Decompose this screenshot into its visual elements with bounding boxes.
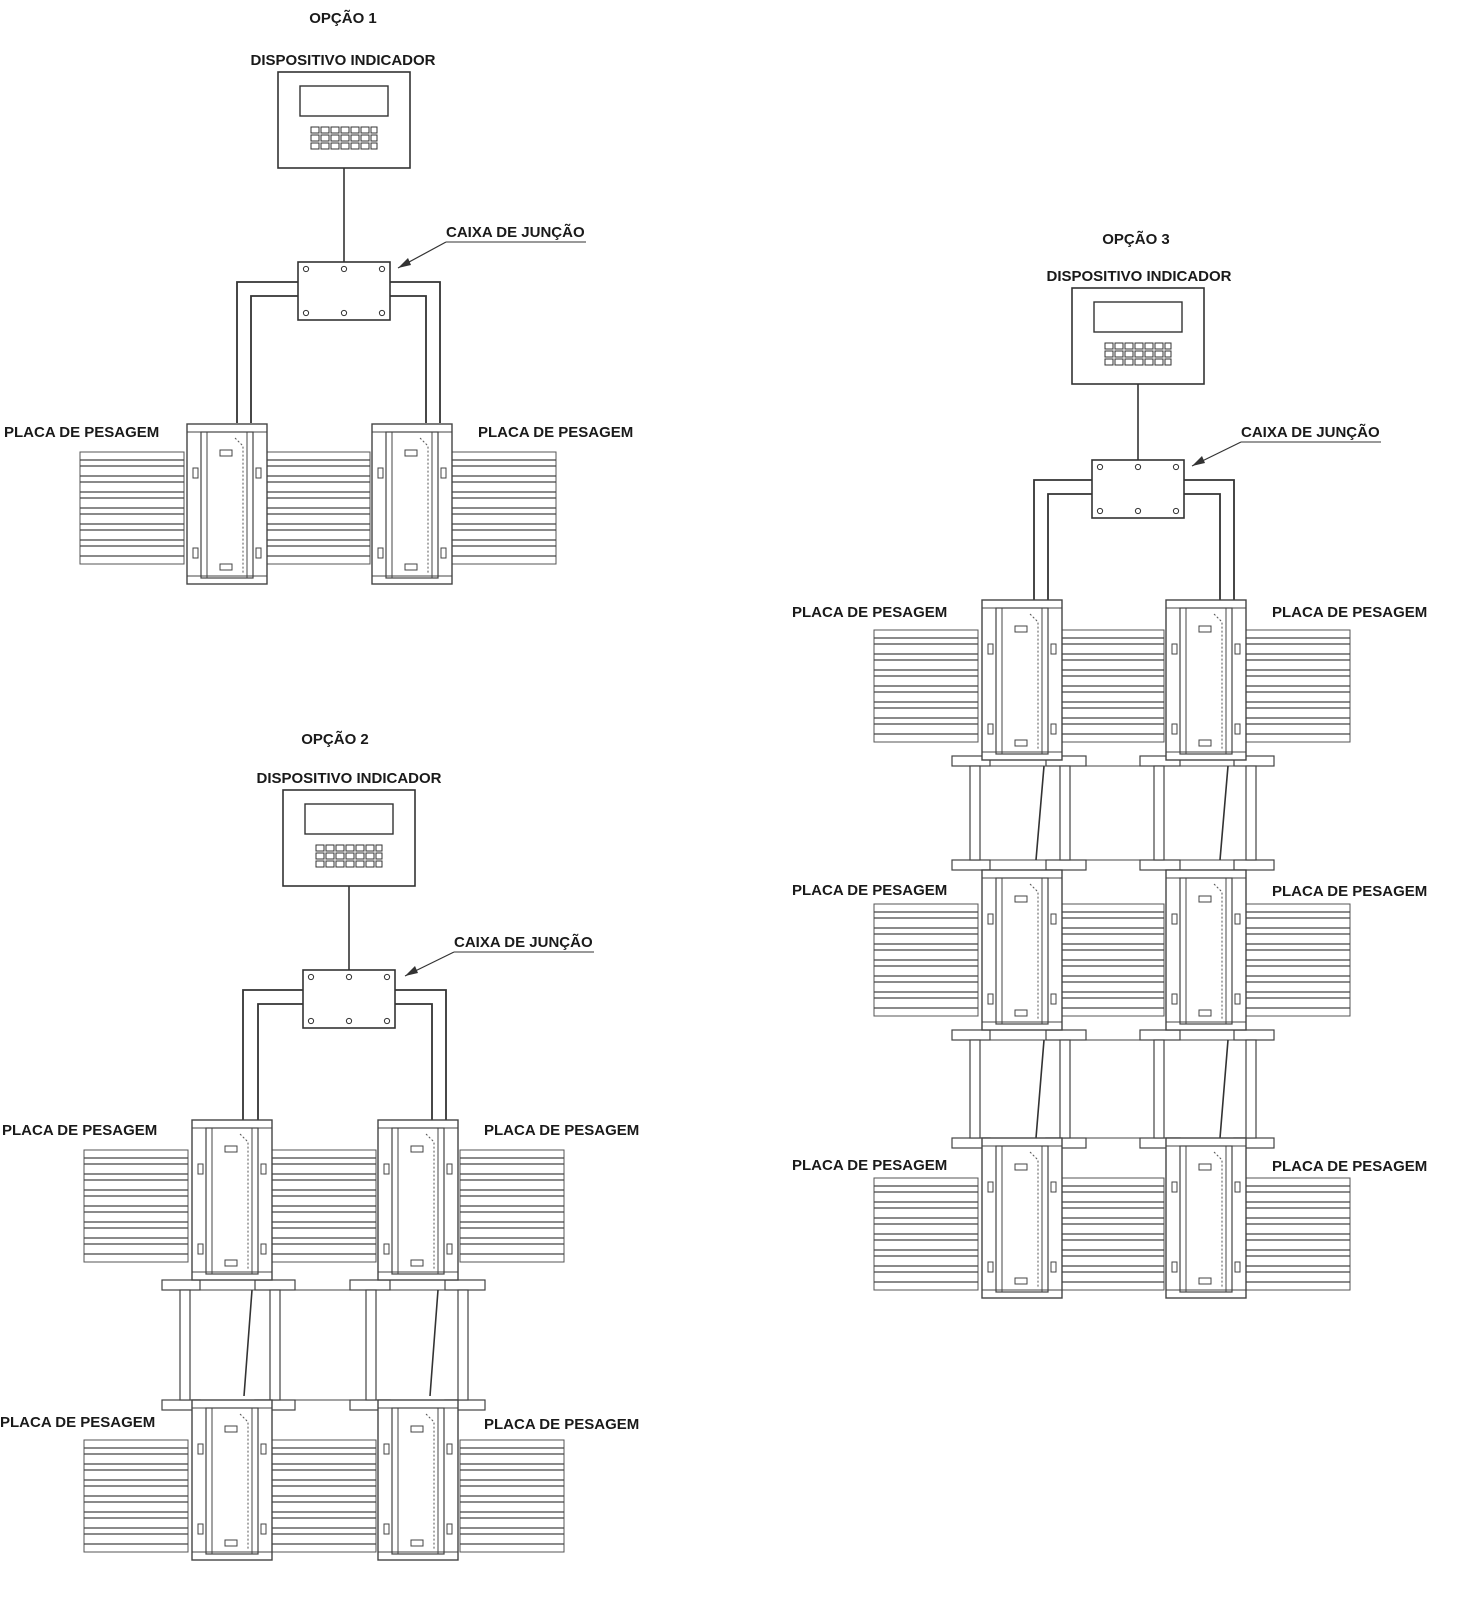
option-3-plate-label-row3-left: PLACA DE PESAGEM (792, 1157, 947, 1174)
option-3-plate-label-row1-right: PLACA DE PESAGEM (1272, 604, 1427, 621)
option-1-weighing-plate-left (186, 423, 268, 585)
option-2-plate-label-bottom-left: PLACA DE PESAGEM (0, 1414, 155, 1431)
option-3-rails-row1-right (1245, 629, 1351, 743)
option-1-plate-label-right: PLACA DE PESAGEM (478, 424, 633, 441)
option-3-weighing-plate-row2-left (981, 869, 1063, 1031)
option-2-rails-bottom-center (271, 1439, 377, 1553)
option-3-rails-row3-center (1059, 1177, 1165, 1291)
option-2-rails-bottom-right (459, 1439, 565, 1553)
option-3-rails-row3-right (1245, 1177, 1351, 1291)
option-2-rails-top-center (271, 1149, 377, 1263)
option-2-plate-label-bottom-right: PLACA DE PESAGEM (484, 1416, 639, 1433)
option-3-weighing-plate-row1-left (981, 599, 1063, 761)
option-3-plate-label-row2-right: PLACA DE PESAGEM (1272, 883, 1427, 900)
option-1-plate-label-left: PLACA DE PESAGEM (4, 424, 159, 441)
option-2-plate-label-top-left: PLACA DE PESAGEM (2, 1122, 157, 1139)
option-1-rails-right (451, 451, 557, 565)
option-2-junction-label: CAIXA DE JUNÇÃO (454, 933, 593, 951)
option-3-indicator-device (1071, 287, 1205, 385)
option-3-plate-label-row1-left: PLACA DE PESAGEM (792, 604, 947, 621)
option-3-plate-label-row3-right: PLACA DE PESAGEM (1272, 1158, 1427, 1175)
option-3-rails-row1-left (873, 629, 979, 743)
option-1-junction-box (297, 261, 391, 321)
option-3-title: OPÇÃO 3 (1102, 230, 1170, 248)
option-2-plate-label-top-right: PLACA DE PESAGEM (484, 1122, 639, 1139)
option-2-weighing-plate-bottom-left (191, 1399, 273, 1561)
option-1-title: OPÇÃO 1 (309, 9, 377, 27)
option-3-diagram: OPÇÃO 3 DISPOSITIVO INDICADOR CAIXA DE J… (792, 230, 1427, 1299)
option-2-indicator-device (282, 789, 416, 887)
option-2-indicator-label: DISPOSITIVO INDICADOR (256, 770, 441, 787)
option-3-junction-label: CAIXA DE JUNÇÃO (1241, 423, 1380, 441)
option-3-rails-row3-left (873, 1177, 979, 1291)
option-3-plate-label-row2-left: PLACA DE PESAGEM (792, 882, 947, 899)
option-1-rails-center (265, 451, 371, 565)
option-3-rails-row2-right (1245, 903, 1351, 1017)
option-3-weighing-plate-row3-left (981, 1137, 1063, 1299)
option-3-rails-row2-center (1059, 903, 1165, 1017)
option-3-weighing-plate-row1-right (1165, 599, 1247, 761)
option-3-indicator-label: DISPOSITIVO INDICADOR (1046, 268, 1231, 285)
option-2-rails-bottom-left (83, 1439, 189, 1553)
option-1-diagram: OPÇÃO 1 DISPOSITIVO INDICADOR CAIXA DE J… (4, 9, 633, 585)
option-2-rails-top-left (83, 1149, 189, 1263)
option-2-diagram: OPÇÃO 2 DISPOSITIVO INDICADOR CAIXA DE J… (0, 730, 639, 1561)
option-2-weighing-plate-top-left (191, 1119, 273, 1281)
option-3-rails-row1-center (1059, 629, 1165, 743)
option-2-weighing-plate-top-right (377, 1119, 459, 1281)
option-1-indicator-device (277, 71, 411, 169)
option-3-weighing-plate-row3-right (1165, 1137, 1247, 1299)
option-1-indicator-label: DISPOSITIVO INDICADOR (250, 52, 435, 69)
option-3-junction-box (1091, 459, 1185, 519)
option-2-title: OPÇÃO 2 (301, 730, 369, 748)
option-1-weighing-plate-right (371, 423, 453, 585)
option-3-rails-row2-left (873, 903, 979, 1017)
option-1-rails-left (79, 451, 185, 565)
option-2-weighing-plate-bottom-right (377, 1399, 459, 1561)
option-2-rails-top-right (459, 1149, 565, 1263)
option-1-junction-label: CAIXA DE JUNÇÃO (446, 223, 585, 241)
option-2-junction-box (302, 969, 396, 1029)
option-3-weighing-plate-row2-right (1165, 869, 1247, 1031)
